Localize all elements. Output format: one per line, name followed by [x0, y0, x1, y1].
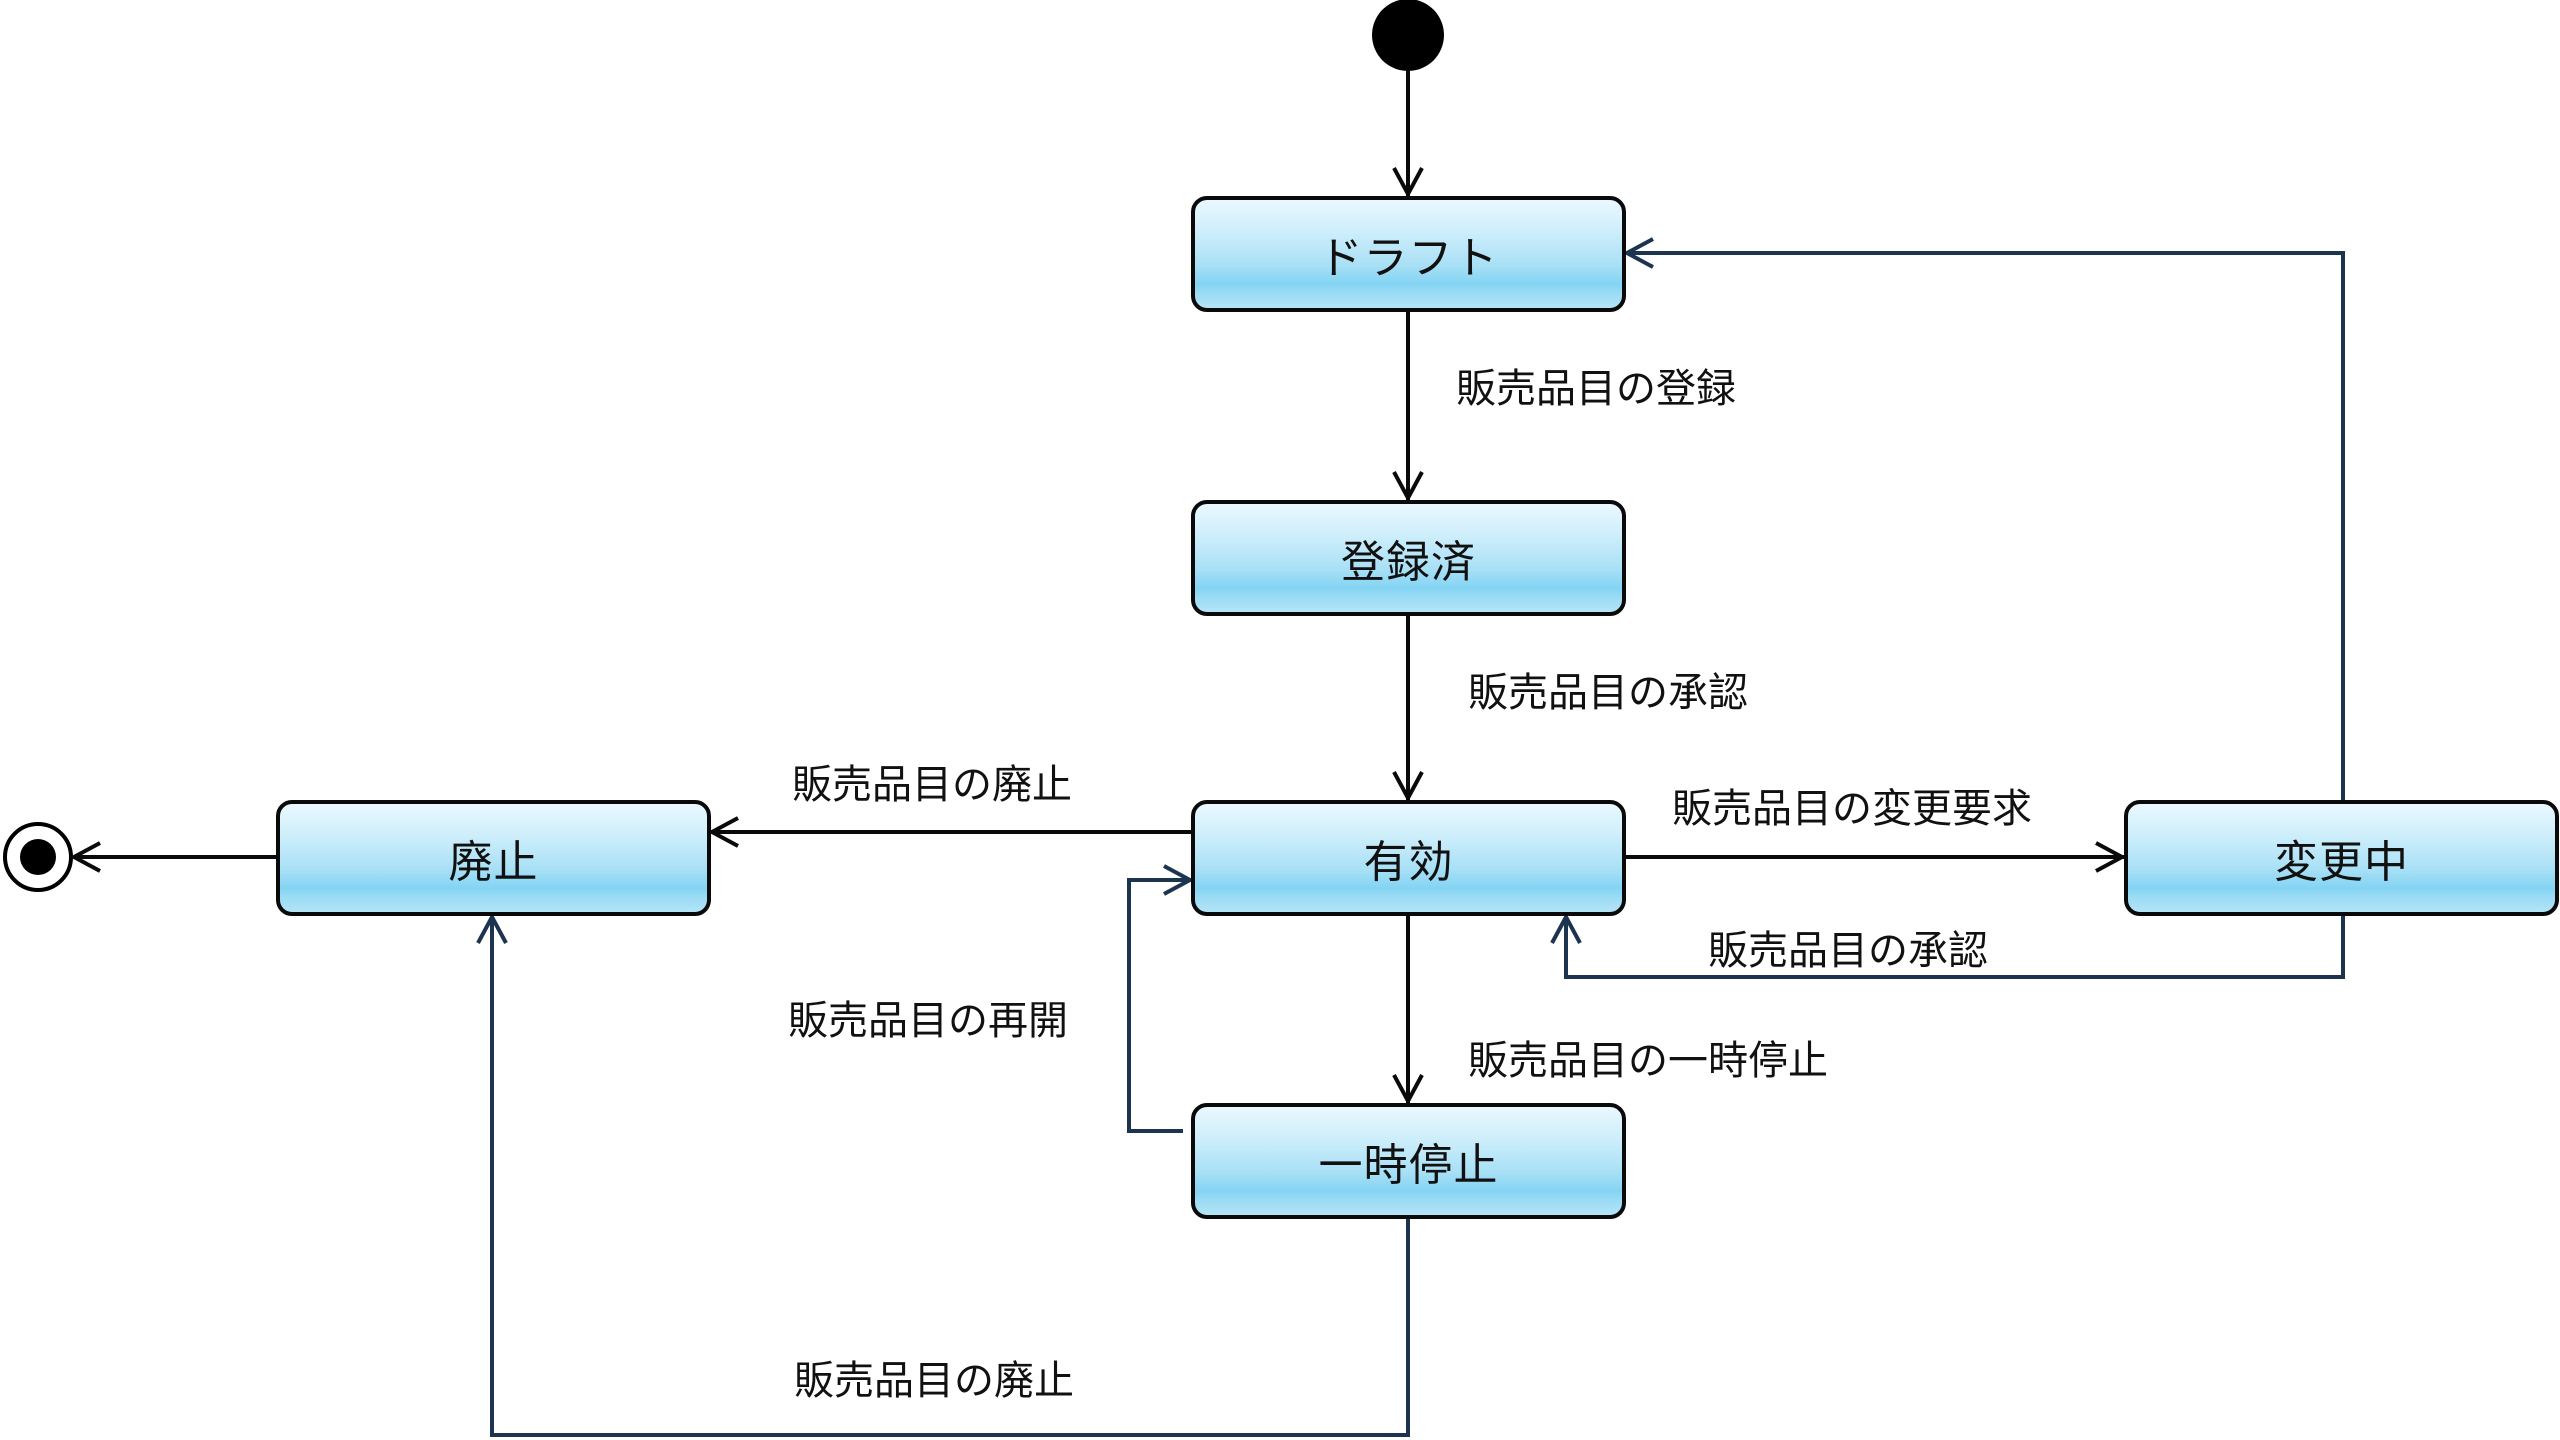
edge-active-to-changing[interactable] [1625, 841, 2127, 873]
state-changing-label: 変更中 [2274, 837, 2409, 888]
state-active-label: 有効 [1363, 837, 1454, 888]
edge-initial-to-draft[interactable] [1392, 71, 1424, 199]
state-active[interactable]: 有効 [1191, 800, 1626, 916]
final-node[interactable] [3, 822, 73, 892]
state-registered[interactable]: 登録済 [1191, 500, 1626, 616]
edge-registered-to-active[interactable] [1392, 615, 1424, 803]
transition-label-abolish-suspended: 販売品目の廃止 [794, 1358, 1074, 1404]
transition-label-approve: 販売品目の承認 [1468, 670, 1748, 716]
transition-label-register: 販売品目の登録 [1456, 366, 1736, 412]
edge-draft-to-registered[interactable] [1392, 311, 1424, 503]
transition-label-suspend: 販売品目の一時停止 [1468, 1038, 1828, 1084]
state-draft[interactable]: ドラフト [1191, 196, 1626, 312]
transition-label-change-request: 販売品目の変更要求 [1672, 786, 2032, 832]
initial-node[interactable] [1372, 0, 1444, 71]
edge-active-to-abolished[interactable] [707, 816, 1192, 848]
state-abolished-label: 廃止 [448, 837, 539, 888]
edge-suspended-to-abolished[interactable] [476, 912, 1410, 1437]
state-draft-label: ドラフト [1318, 233, 1499, 284]
state-abolished[interactable]: 廃止 [276, 800, 711, 916]
state-registered-label: 登録済 [1341, 537, 1476, 588]
edge-active-to-suspended[interactable] [1392, 915, 1424, 1106]
transition-label-resume: 販売品目の再開 [788, 998, 1068, 1044]
transition-label-approve-change: 販売品目の承認 [1708, 928, 1988, 974]
transition-label-abolish-active: 販売品目の廃止 [792, 762, 1072, 808]
state-suspended-label: 一時停止 [1318, 1140, 1499, 1191]
edge-changing-to-active[interactable] [1550, 912, 2345, 979]
edge-changing-to-draft[interactable] [1622, 237, 2345, 800]
state-changing[interactable]: 変更中 [2124, 800, 2559, 916]
edge-abolished-to-final[interactable] [69, 841, 276, 873]
edge-suspended-to-active[interactable] [1127, 864, 1195, 1133]
state-suspended[interactable]: 一時停止 [1191, 1103, 1626, 1219]
